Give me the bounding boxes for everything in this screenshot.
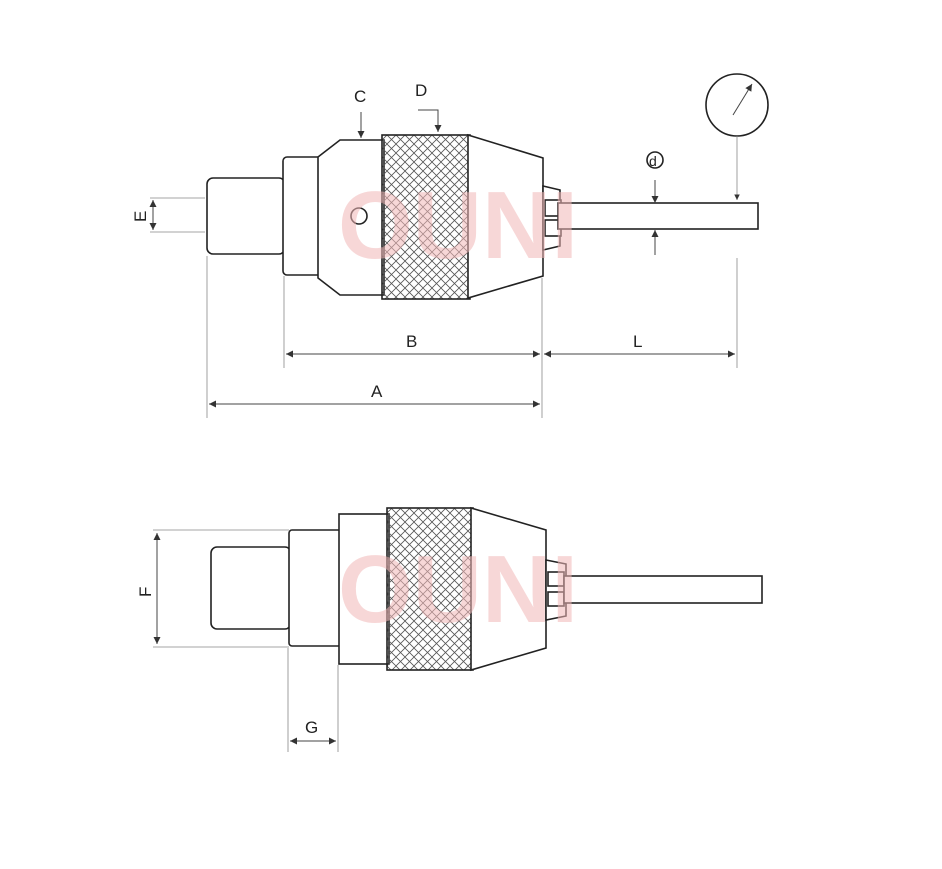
g-extension-lines (287, 648, 339, 752)
label-c: C (354, 87, 366, 106)
label-f: F (136, 587, 155, 597)
watermark-bottom: OUNI (338, 536, 578, 643)
top-view: d C D E B L A OUNI (131, 73, 769, 418)
d-circle (646, 151, 664, 169)
label-b: B (406, 332, 417, 351)
bottom-shank (210, 546, 292, 630)
bottom-view: F G OUNI (136, 506, 763, 752)
label-d: D (415, 81, 427, 100)
e-extension-lines (150, 197, 205, 233)
label-d-small: d (649, 153, 657, 169)
label-l: L (633, 332, 642, 351)
bottom-drill-bit (563, 575, 763, 604)
bottom-collar (288, 529, 342, 647)
top-knurled-sleeve (381, 134, 471, 300)
d-arrow (418, 109, 442, 132)
label-e: E (131, 211, 150, 222)
label-g: G (305, 718, 318, 737)
top-collar (282, 156, 324, 276)
bottom-knurled-sleeve (386, 507, 474, 671)
top-drill-bit (557, 202, 759, 230)
detail-circle (705, 73, 769, 137)
watermark-top: OUNI (338, 172, 578, 279)
top-body-hole (350, 207, 368, 225)
top-nose (467, 133, 544, 300)
bottom-nose (470, 506, 547, 672)
detail-arrow (732, 83, 753, 116)
label-a: A (371, 382, 383, 401)
f-extension-lines (153, 529, 289, 648)
top-shank (206, 177, 286, 255)
